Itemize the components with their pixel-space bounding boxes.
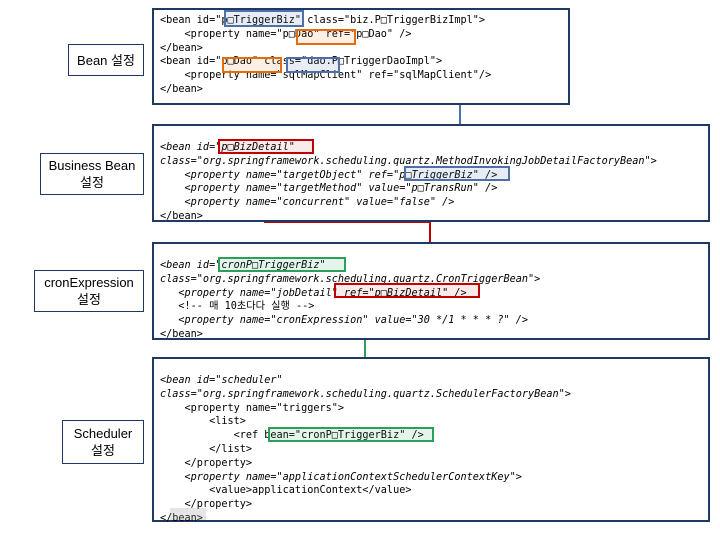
business-bean-code: <bean id="p□BizDetail" class="org.spring…: [160, 141, 657, 224]
scheduler-label: Scheduler 설정: [62, 420, 144, 464]
code-line: <property name="concurrent" value="false…: [160, 197, 455, 209]
code-line: class="org.springframework.scheduling.qu…: [160, 273, 541, 285]
code-line: <bean id="cronP□TriggerBiz": [160, 260, 326, 271]
business-bean-panel: <bean id="p□BizDetail" class="org.spring…: [152, 124, 710, 222]
scheduler-code: <bean id="scheduler" class="org.springfr…: [160, 374, 571, 526]
bean-config-label: Bean 설정: [68, 44, 144, 76]
code-line: <bean id="p□Dao" class="dao.P□TriggerDao…: [160, 56, 443, 68]
code-line: <property name="cronExpression" value="3…: [160, 315, 529, 327]
code-line: <property name="applicationContextSchedu…: [160, 471, 522, 483]
code-line: <ref bean="cronP□TriggerBiz" />: [160, 430, 424, 442]
code-line: <bean id="p□TriggerBiz" class="biz.P□Tri…: [160, 15, 486, 26]
code-line: </property>: [160, 457, 253, 469]
code-line: <property name="targetObject" ref="p□Tri…: [160, 169, 498, 181]
business-bean-label: Business Bean 설정: [40, 153, 144, 195]
cron-expression-label: cronExpression 설정: [34, 270, 144, 312]
code-line: </bean>: [160, 42, 203, 54]
code-line: class="org.springframework.scheduling.qu…: [160, 388, 571, 400]
code-line: <value>applicationContext</value>: [160, 485, 412, 497]
code-line: </bean>: [160, 328, 203, 340]
code-line: </list>: [160, 443, 253, 455]
bean-config-panel: <bean id="p□TriggerBiz" class="biz.P□Tri…: [152, 8, 570, 105]
code-line: <property name="targetMethod" value="p□T…: [160, 183, 498, 195]
code-line: class="org.springframework.scheduling.qu…: [160, 155, 657, 167]
code-line: </bean>: [160, 83, 203, 95]
code-line: <!-- 매 10초다다 실행 -->: [160, 301, 315, 313]
code-line: <bean id="p□BizDetail": [160, 142, 295, 153]
cron-expression-panel: <bean id="cronP□TriggerBiz" class="org.s…: [152, 242, 710, 340]
code-line: </property>: [160, 499, 253, 511]
code-line: <property name="p□Dao" ref="p□Dao" />: [160, 28, 412, 40]
code-line: <property name="triggers">: [160, 402, 345, 414]
code-line: </bean>: [160, 512, 203, 524]
cron-expression-code: <bean id="cronP□TriggerBiz" class="org.s…: [160, 259, 540, 342]
scheduler-panel: <bean id="scheduler" class="org.springfr…: [152, 357, 710, 524]
code-line: <property name="sqlMapClient" ref="sqlMa…: [160, 70, 492, 82]
code-line: <list>: [160, 416, 246, 428]
code-line: </bean>: [160, 210, 203, 222]
code-line: <property name="jobDetail" ref="p□BizDet…: [160, 287, 467, 299]
bean-config-code: <bean id="p□TriggerBiz" class="biz.P□Tri…: [160, 14, 491, 97]
code-line: <bean id="scheduler": [160, 375, 283, 386]
